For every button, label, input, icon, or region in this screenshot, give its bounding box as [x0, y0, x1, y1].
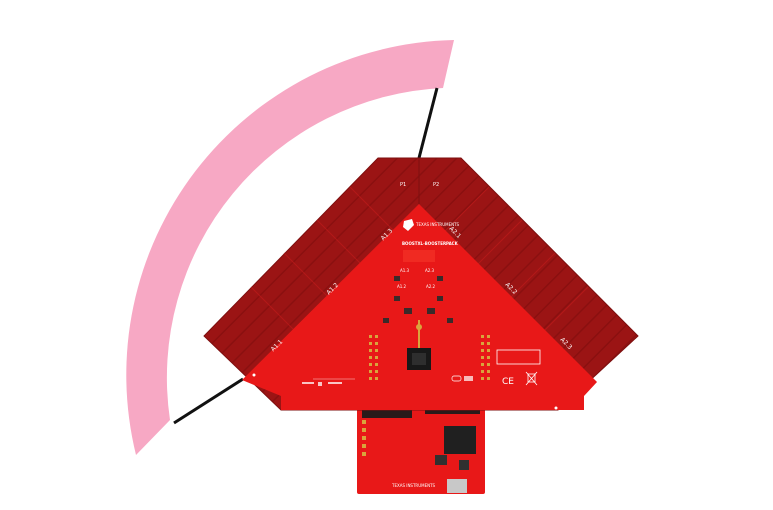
header-pins-left [369, 335, 378, 380]
switch-components [383, 276, 453, 323]
chan-a2-3: A2.3 [425, 268, 435, 273]
boosterpack-board [242, 204, 597, 410]
center-via [416, 324, 422, 330]
chan-a2-2: A2.2 [426, 284, 436, 289]
launchpad-board: TEXAS INSTRUMENTS [357, 402, 485, 494]
board-brand: TEXAS INSTRUMENTS [415, 222, 460, 227]
chan-a1-2: A1.2 [397, 284, 407, 289]
label-p2: P2 [433, 182, 439, 188]
lower-left-components [302, 382, 342, 386]
arc-leader-bottom [173, 377, 244, 425]
notice-box [496, 349, 541, 365]
arc-leader-top [417, 87, 439, 159]
antenna-pad-separators [250, 186, 589, 332]
launchpad-logo-text: TEXAS INSTRUMENTS [391, 483, 436, 488]
header-pins-right [481, 335, 490, 380]
coverage-arc [126, 40, 455, 455]
silk-mark-2 [464, 376, 473, 381]
ti-logo-icon [403, 219, 414, 231]
label-p1: P1 [400, 182, 406, 188]
ce-mark: CE [502, 377, 514, 387]
mounting-hole-left [252, 373, 256, 377]
weee-bin-icon [525, 371, 538, 386]
launchpad-pin-column-left [362, 420, 366, 456]
mounting-hole-right [554, 406, 558, 410]
board-title: BOOSTXL-BOOSTERPACK [402, 241, 459, 246]
launchpad-mcu-chip [444, 426, 476, 454]
silk-mark-1 [451, 375, 462, 382]
usb-connector [447, 479, 467, 493]
board-subtitle-block [403, 250, 435, 262]
chan-a1-3: A1.3 [400, 268, 410, 273]
